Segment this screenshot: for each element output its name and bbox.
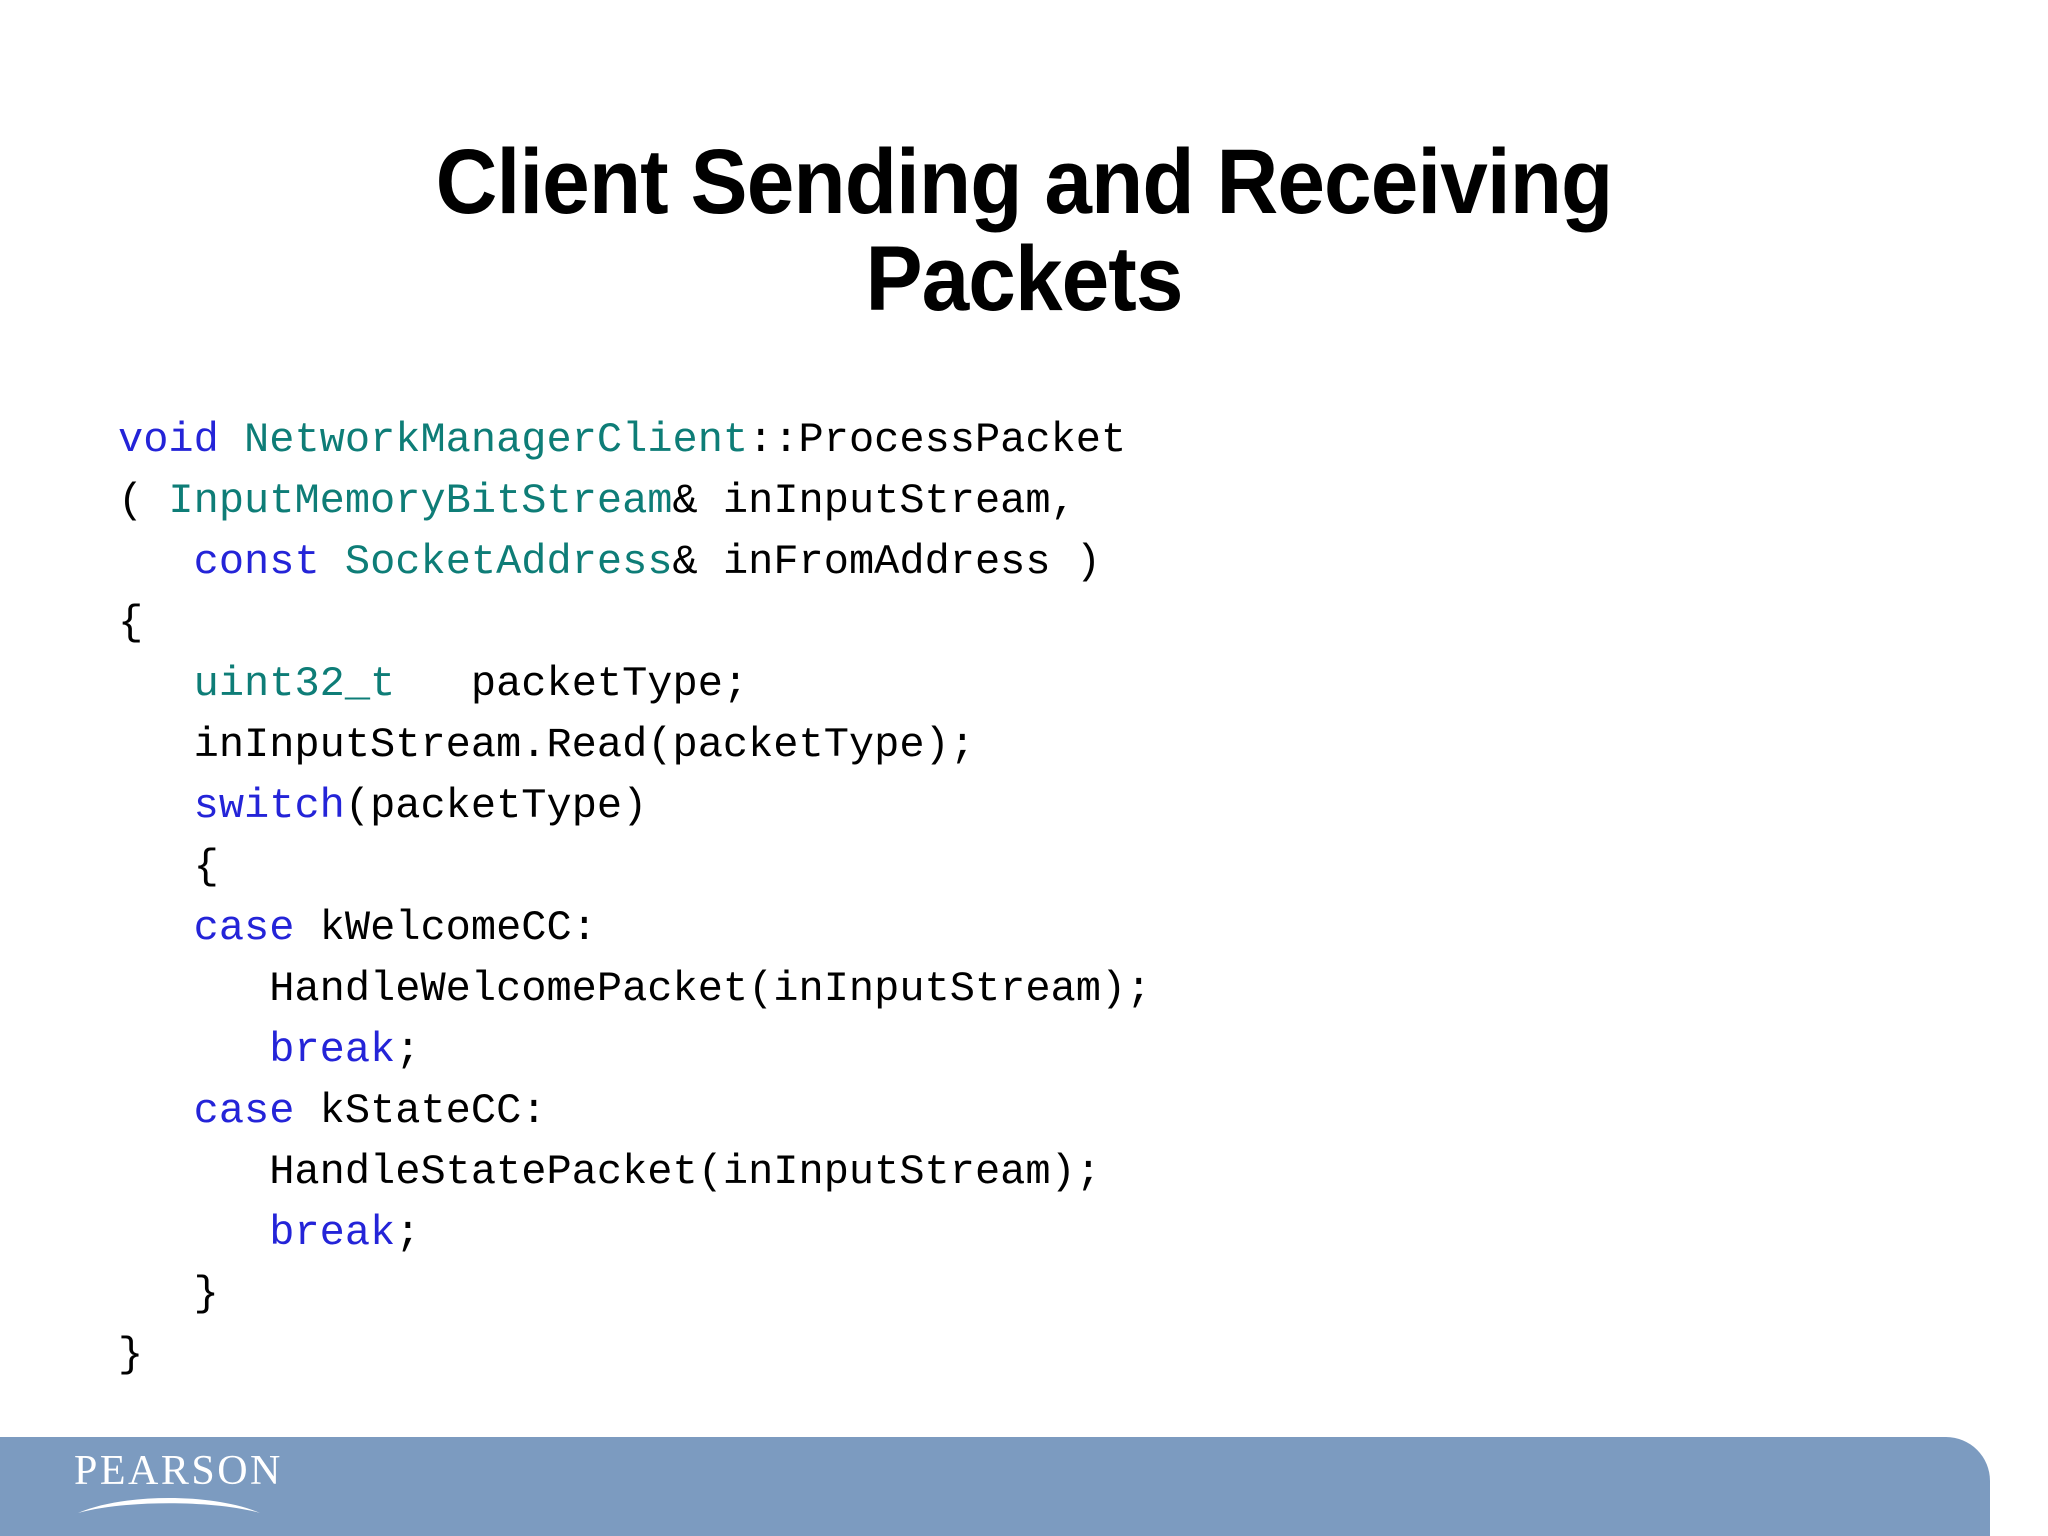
- code-token-type: NetworkManagerClient: [244, 416, 749, 464]
- code-line: case kWelcomeCC:: [118, 898, 1938, 959]
- code-line: uint32_t packetType;: [118, 654, 1938, 715]
- code-line: inInputStream.Read(packetType);: [118, 715, 1938, 776]
- code-token-keyword: void: [118, 416, 219, 464]
- code-token-keyword: switch: [193, 782, 345, 830]
- code-token-type: SocketAddress: [344, 538, 673, 586]
- code-token-plain: HandleWelcomePacket(inInputStream);: [118, 965, 1152, 1013]
- code-line: break;: [118, 1020, 1938, 1081]
- code-token-type: InputMemoryBitStream: [168, 477, 673, 525]
- code-token-plain: [118, 782, 194, 830]
- code-token-keyword: const: [193, 538, 320, 586]
- code-token-plain: [219, 416, 244, 464]
- code-line: }: [118, 1264, 1938, 1325]
- code-token-plain: [118, 904, 194, 952]
- code-token-plain: }: [118, 1331, 144, 1379]
- code-token-plain: HandleStatePacket(inInputStream);: [118, 1148, 1101, 1196]
- code-token-plain: [320, 538, 345, 586]
- code-token-plain: }: [118, 1270, 219, 1318]
- code-line: const SocketAddress& inFromAddress ): [118, 532, 1938, 593]
- code-line: ( InputMemoryBitStream& inInputStream,: [118, 471, 1938, 532]
- code-token-plain: ;: [395, 1209, 421, 1257]
- code-token-plain: ;: [395, 1026, 421, 1074]
- code-line: HandleStatePacket(inInputStream);: [118, 1142, 1938, 1203]
- pearson-wordmark: PEARSON: [74, 1448, 283, 1494]
- code-token-type: uint32_t: [193, 660, 396, 708]
- code-token-plain: & inInputStream,: [672, 477, 1076, 525]
- code-line: {: [118, 593, 1938, 654]
- code-line: void NetworkManagerClient::ProcessPacket: [118, 410, 1938, 471]
- pearson-swoosh-icon: [76, 1491, 262, 1515]
- code-line: break;: [118, 1203, 1938, 1264]
- code-token-plain: kWelcomeCC:: [294, 904, 597, 952]
- code-token-plain: [118, 538, 194, 586]
- code-token-keyword: break: [269, 1026, 396, 1074]
- code-token-plain: (: [118, 477, 169, 525]
- code-token-plain: [118, 660, 194, 708]
- code-token-keyword: break: [269, 1209, 396, 1257]
- code-token-plain: {: [118, 599, 144, 647]
- code-token-plain: kStateCC:: [294, 1087, 547, 1135]
- code-token-plain: & inFromAddress ): [672, 538, 1102, 586]
- code-line: {: [118, 837, 1938, 898]
- code-token-plain: {: [118, 843, 219, 891]
- code-token-plain: [118, 1209, 269, 1257]
- code-block: void NetworkManagerClient::ProcessPacket…: [118, 410, 1938, 1386]
- code-line: }: [118, 1325, 1938, 1386]
- footer-bar: [0, 1437, 1990, 1536]
- code-token-plain: packetType;: [395, 660, 749, 708]
- code-token-keyword: case: [193, 904, 295, 952]
- code-token-plain: inInputStream.Read(packetType);: [118, 721, 975, 769]
- code-line: switch(packetType): [118, 776, 1938, 837]
- code-token-plain: ::ProcessPacket: [748, 416, 1127, 464]
- page-title: Client Sending and Receiving Packets: [435, 130, 1614, 331]
- code-line: case kStateCC:: [118, 1081, 1938, 1142]
- pearson-logo: PEARSON: [74, 1448, 283, 1519]
- code-line: HandleWelcomePacket(inInputStream);: [118, 959, 1938, 1020]
- code-token-plain: [118, 1026, 269, 1074]
- code-token-keyword: case: [193, 1087, 295, 1135]
- code-token-plain: (packetType): [344, 782, 648, 830]
- code-token-plain: [118, 1087, 194, 1135]
